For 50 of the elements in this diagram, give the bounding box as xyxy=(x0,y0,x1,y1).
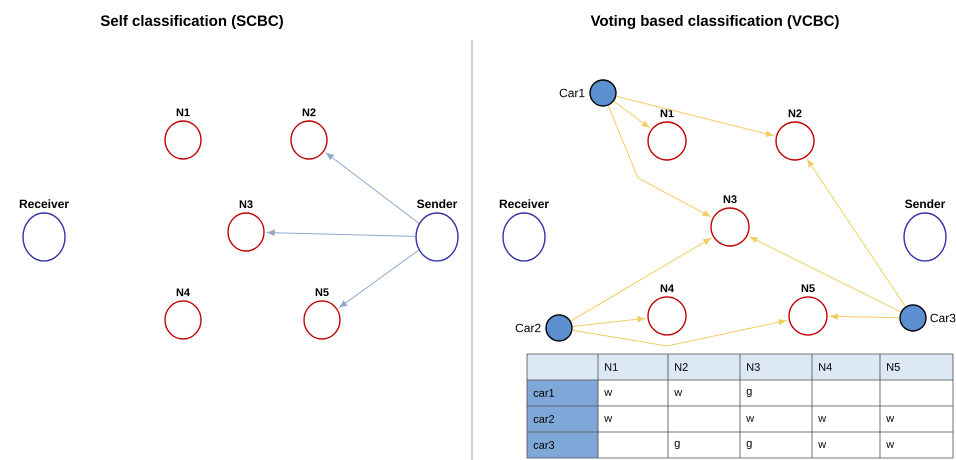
node-label: N5 xyxy=(316,288,329,296)
cell-value: w xyxy=(746,416,754,422)
row-header: car2 xyxy=(534,415,554,423)
node-label: Car2 xyxy=(516,324,540,332)
cell-value: g xyxy=(746,388,752,398)
cell-value: g xyxy=(674,440,680,450)
arrow xyxy=(616,96,774,137)
node-label: N4 xyxy=(660,284,674,292)
cell-value: w xyxy=(818,416,826,422)
cell-value: g xyxy=(746,440,752,450)
node-label: Car1 xyxy=(560,88,584,98)
arrow xyxy=(339,250,420,308)
column-header: N5 xyxy=(887,363,900,371)
cell-value: w xyxy=(818,442,826,448)
node-label: N2 xyxy=(788,109,802,118)
node-label: N2 xyxy=(302,108,316,116)
node-label: Receiver xyxy=(20,199,69,208)
arrow xyxy=(807,159,906,308)
node-label: N4 xyxy=(176,288,190,296)
arrow xyxy=(570,238,711,322)
arrow xyxy=(326,152,420,224)
arrow xyxy=(608,105,710,217)
row-header: car3 xyxy=(534,441,554,449)
cell-value: w xyxy=(604,416,612,422)
node-label: Sender xyxy=(417,199,458,208)
column-header: N4 xyxy=(819,363,832,371)
node-label: N1 xyxy=(660,110,674,118)
cell-value: w xyxy=(674,390,682,396)
node-label: N1 xyxy=(176,108,190,116)
node-label: N3 xyxy=(240,200,253,208)
column-header: N3 xyxy=(747,363,760,371)
node-label: Sender xyxy=(905,199,946,208)
column-header: N1 xyxy=(605,363,618,371)
arrow xyxy=(267,230,416,237)
cell-value: w xyxy=(604,390,612,396)
node-label: Car3 xyxy=(930,314,956,322)
node-label: N5 xyxy=(802,284,815,292)
node-label: N3 xyxy=(724,195,737,204)
arrow xyxy=(572,319,786,346)
arrow xyxy=(750,236,902,312)
node-label: Receiver xyxy=(500,199,549,208)
column-header: N2 xyxy=(675,363,688,371)
panel-title: Voting based classification (VCBC) xyxy=(590,14,839,30)
cell-value: w xyxy=(886,416,894,422)
cell-value: w xyxy=(886,442,894,448)
arrow xyxy=(830,313,900,320)
row-header: car1 xyxy=(534,389,554,397)
arrow xyxy=(572,316,645,327)
panel-title: Self classification (SCBC) xyxy=(100,15,283,29)
arrow xyxy=(613,100,650,128)
